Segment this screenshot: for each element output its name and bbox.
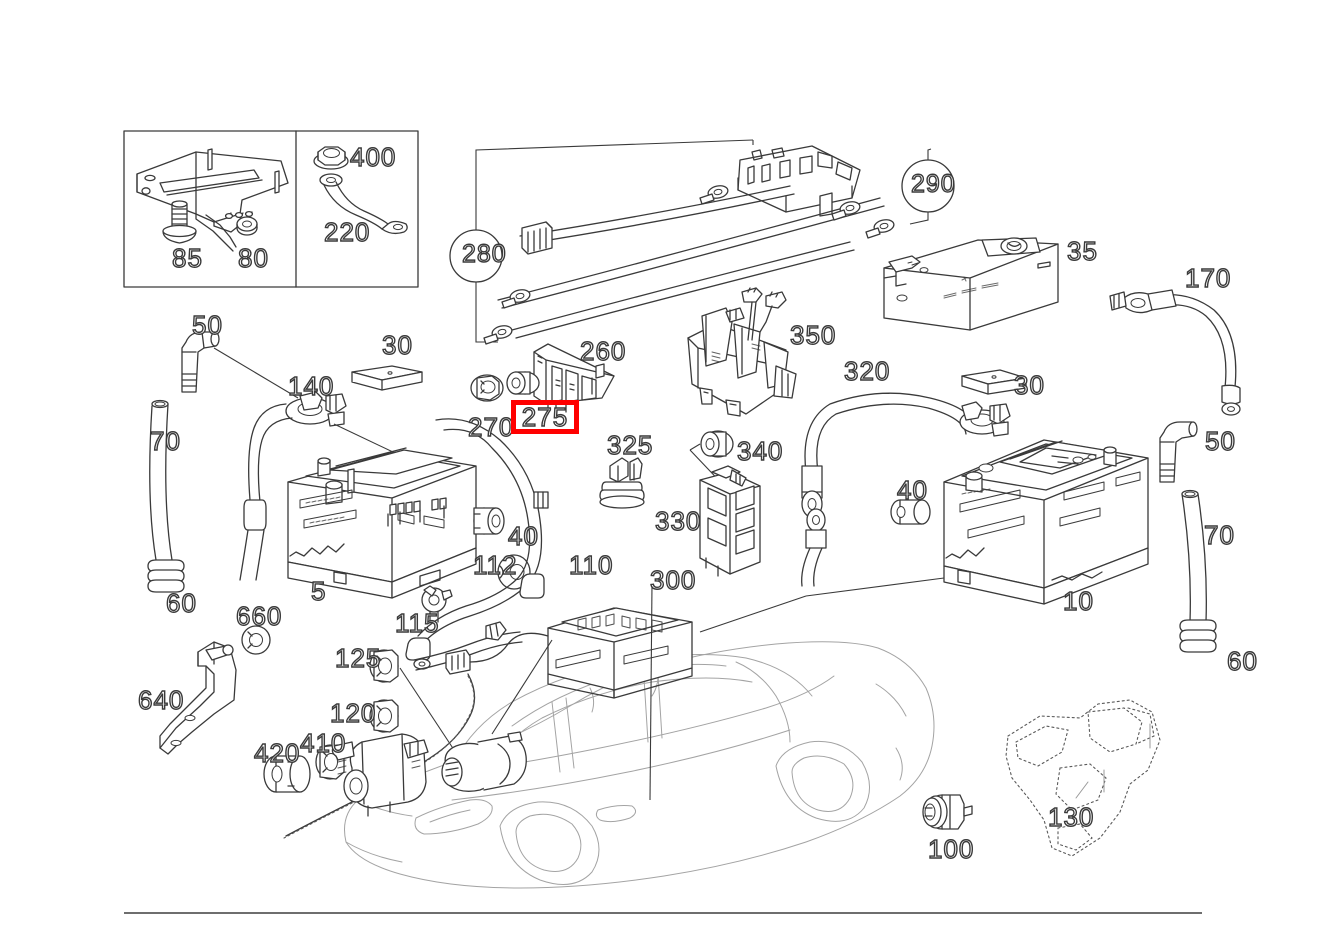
grommet-part-60-right (1179, 619, 1217, 653)
starter-motor (441, 639, 553, 792)
battery-terminal-clamp-part-140 (239, 391, 415, 581)
cable-ring-terminals (483, 185, 895, 345)
part-label-290: 290 (910, 170, 956, 198)
part-label-115: 115 (394, 608, 440, 638)
nut-part-125 (369, 649, 399, 683)
ground-cable-part-170 (1109, 289, 1241, 416)
clip-part-325 (599, 457, 645, 509)
part-label-120: 120 (329, 698, 377, 728)
inset-box-bracket (123, 130, 297, 288)
part-label-100: 100 (927, 834, 975, 864)
part-label-85: 85 (171, 243, 203, 273)
part-label-325: 325 (606, 430, 654, 460)
harness-tray (737, 145, 861, 217)
harness-group-280-290 (449, 139, 955, 345)
bushing-part-275 (506, 371, 540, 395)
battery-terminal-clamp-right (959, 401, 1011, 437)
part-label-640: 640 (137, 685, 185, 715)
part-label-40: 40 (896, 475, 928, 505)
hex-nut-part-400 (313, 146, 349, 170)
part-label-5: 5 (310, 576, 327, 606)
part-label-410: 410 (299, 728, 347, 758)
part-label-275: 275 (521, 402, 569, 432)
part-label-60: 60 (1226, 646, 1258, 676)
terminal-cover-part-30-left (351, 365, 423, 391)
part-label-60: 60 (165, 588, 197, 618)
grommet-part-60-left (147, 559, 185, 593)
part-label-300: 300 (649, 565, 697, 595)
plug-connector-part-100 (922, 794, 973, 830)
support-bracket-part-640 (159, 641, 237, 755)
inset-box-strap (295, 130, 419, 288)
part-label-35: 35 (1066, 236, 1098, 266)
bracket-bolt-part-85 (162, 200, 197, 244)
vent-elbow-part-50-right (1159, 421, 1198, 483)
part-label-260: 260 (579, 336, 627, 366)
part-label-660: 660 (235, 601, 283, 631)
cap-part-420 (263, 755, 311, 793)
grommet-part-340 (689, 430, 734, 491)
ground-strap-part-220 (319, 173, 408, 235)
part-label-330: 330 (654, 506, 702, 536)
bracket-part-80 (136, 148, 289, 252)
nut-part-660 (241, 625, 271, 655)
vent-elbow-part-50-left (181, 331, 220, 393)
vent-hose-part-70-left (149, 399, 173, 561)
cable-lower-terminal (801, 508, 827, 587)
part-label-220: 220 (323, 217, 371, 247)
part-label-112: 112 (472, 550, 518, 580)
part-label-70: 70 (1203, 520, 1235, 550)
clamp-part-115 (421, 585, 453, 623)
part-label-110: 110 (568, 550, 614, 580)
positive-battery-cable-part-110 (405, 418, 549, 670)
part-label-170: 170 (1184, 263, 1232, 293)
relay-box-part-330 (699, 465, 761, 577)
footer-rule (124, 912, 1202, 914)
bolt-part-40-right (890, 499, 931, 525)
alternator (331, 733, 429, 817)
harness-connector (521, 221, 553, 255)
fuse-carrier-top-connectors (725, 287, 787, 341)
part-label-50: 50 (1204, 426, 1236, 456)
part-label-10: 10 (1062, 586, 1094, 616)
in-car-harness-connector (283, 583, 653, 839)
part-label-70: 70 (149, 426, 181, 456)
battery-pin-row (387, 497, 447, 527)
highlight-box-part-275[interactable]: 275 (511, 400, 579, 434)
vent-hose-part-70-right (1181, 489, 1207, 623)
main-battery-part-5 (287, 447, 477, 599)
part-label-50: 50 (191, 310, 223, 340)
battery-control-module-part-35 (883, 237, 1059, 331)
part-label-340: 340 (736, 436, 784, 466)
part-label-320: 320 (843, 356, 891, 386)
fuse-carrier-part-350 (687, 287, 797, 417)
car-mounted-battery (547, 607, 693, 699)
part-label-80: 80 (237, 243, 269, 273)
part-label-350: 350 (789, 320, 837, 350)
part-label-125: 125 (334, 643, 382, 673)
part-label-280: 280 (461, 240, 507, 268)
bolt-part-40-left (473, 507, 505, 535)
part-label-30: 30 (1013, 370, 1045, 400)
part-label-40: 40 (507, 521, 539, 551)
part-label-140: 140 (287, 371, 335, 401)
mounting-console-part-130 (1005, 699, 1161, 857)
part-label-270: 270 (467, 412, 515, 442)
part-label-130: 130 (1047, 802, 1095, 832)
part-label-420: 420 (253, 738, 301, 768)
fuse-block-part-260 (533, 343, 615, 415)
part-label-400: 400 (349, 142, 397, 172)
auxiliary-battery-part-10 (805, 439, 1149, 605)
terminal-cover-part-30-right (961, 369, 1027, 395)
nut-part-120 (369, 699, 399, 733)
nut-part-270 (470, 374, 504, 402)
part-label-30: 30 (381, 330, 413, 360)
